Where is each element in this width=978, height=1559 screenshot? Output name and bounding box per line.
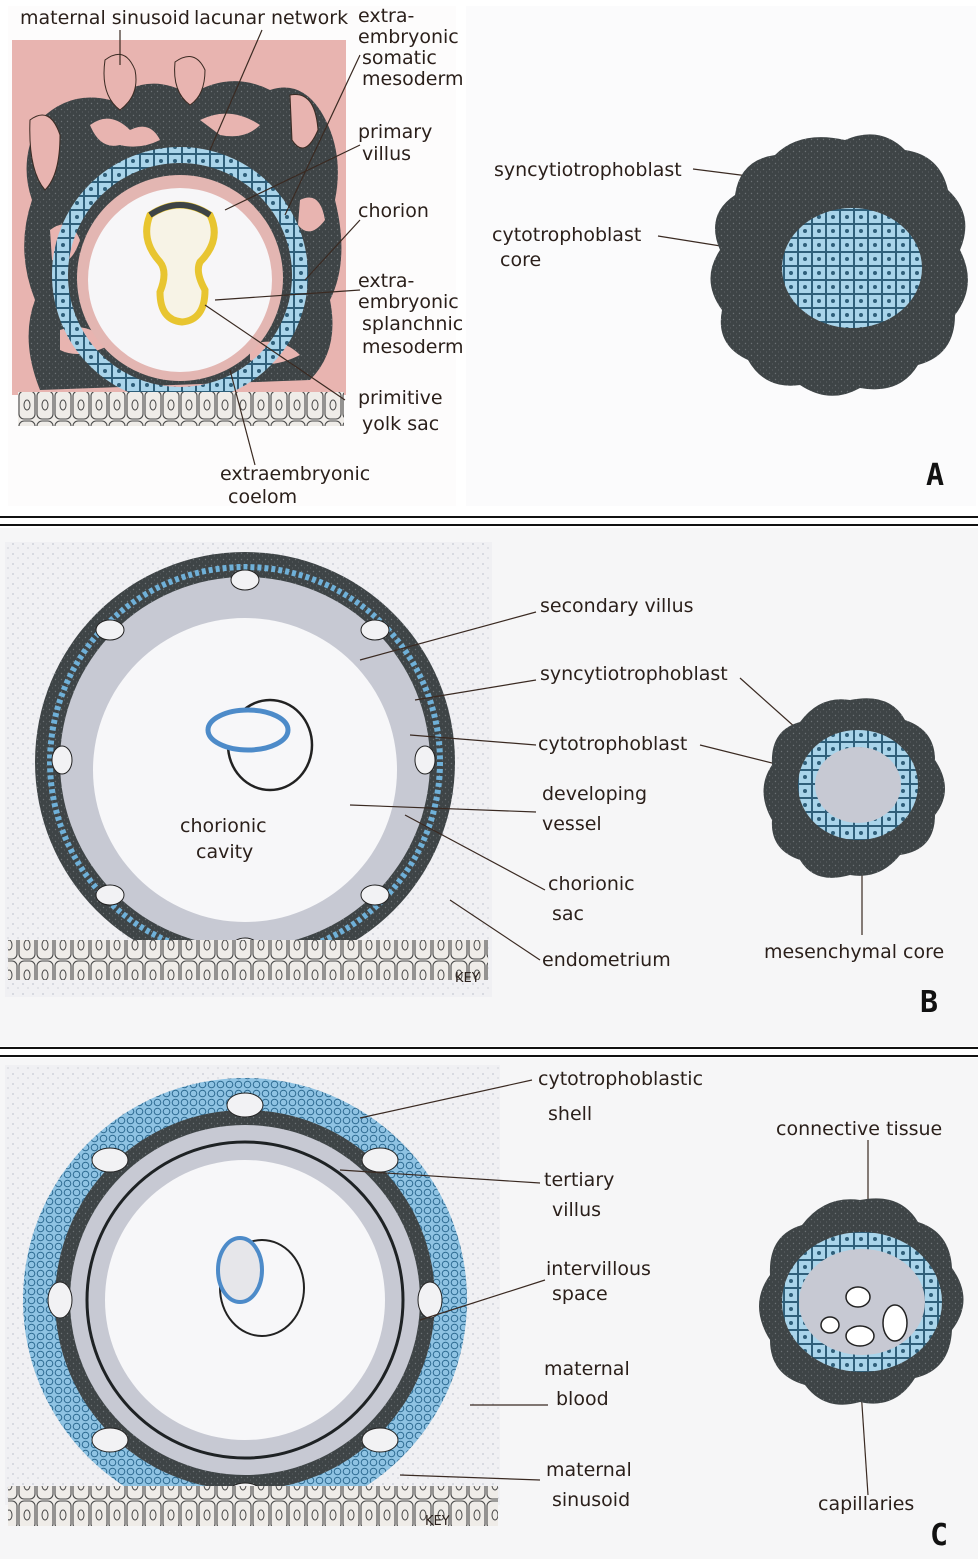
label-cytotrophoblast-b: cytotrophoblast — [538, 733, 687, 755]
label-lacunar-network: lacunar network — [194, 7, 348, 29]
panel-letter-c: C — [930, 1518, 948, 1553]
label-extra-splanchnic-3: splanchnic — [362, 313, 463, 335]
panel-c: cytotrophoblastic shell tertiary villus … — [0, 1058, 978, 1559]
label-primitive-yolk-2: yolk sac — [362, 413, 439, 435]
panel-letter-b: B — [920, 985, 938, 1020]
panel-letter-a: A — [926, 458, 944, 493]
label-syncytiotrophoblast-b: syncytiotrophoblast — [540, 663, 728, 685]
label-connective-tissue: connective tissue — [776, 1118, 942, 1140]
uterine-epithelium-a — [18, 392, 344, 426]
label-tertiary-villus-1: tertiary — [544, 1169, 614, 1191]
label-extraembryonic-coelom-1: extraembryonic — [220, 463, 370, 485]
label-chorionic-cavity-2: cavity — [196, 841, 253, 863]
label-primary-villus-2: villus — [362, 143, 411, 165]
panel-b: chorionic cavity secondary villus syncyt… — [0, 528, 978, 1046]
label-extra-splanchnic-4: mesoderm — [362, 336, 463, 358]
label-maternal-blood-2: blood — [556, 1388, 609, 1410]
panel-a: maternal sinusoid lacunar network extra-… — [8, 5, 976, 508]
label-syncytiotrophoblast-a: syncytiotrophoblast — [494, 159, 682, 181]
label-maternal-sinusoid-c1: maternal — [546, 1459, 632, 1481]
label-cyto-shell-2: shell — [548, 1103, 592, 1125]
label-intervillous-2: space — [552, 1283, 608, 1305]
label-capillaries: capillaries — [818, 1493, 914, 1515]
cytotrophoblast-core-a — [782, 208, 922, 328]
label-signature-b: KEY — [455, 971, 480, 986]
label-extra-somatic-4: mesoderm — [362, 68, 463, 90]
label-cytotrophoblast-2-a: core — [500, 249, 541, 271]
mesenchymal-core-b — [815, 747, 901, 823]
label-extra-somatic-1: extra- — [358, 5, 414, 27]
embryo-c — [218, 1238, 304, 1336]
label-cyto-shell-1: cytotrophoblastic — [538, 1068, 703, 1090]
label-developing-vessel-2: vessel — [542, 813, 602, 835]
label-endometrium: endometrium — [542, 949, 671, 971]
label-developing-vessel-1: developing — [542, 783, 647, 805]
label-maternal-blood-1: maternal — [544, 1358, 630, 1380]
label-intervillous-1: intervillous — [546, 1258, 651, 1280]
label-secondary-villus: secondary villus — [540, 595, 694, 617]
label-extra-splanchnic-1: extra- — [358, 270, 414, 292]
label-chorionic-sac-2: sac — [552, 903, 584, 925]
label-tertiary-villus-2: villus — [552, 1199, 601, 1221]
label-extraembryonic-coelom-2: coelom — [228, 486, 297, 508]
label-primary-villus-1: primary — [358, 121, 432, 143]
label-chorionic-sac-1: chorionic — [548, 873, 635, 895]
label-cytotrophoblast-1-a: cytotrophoblast — [492, 224, 641, 246]
label-extra-somatic-3: somatic — [362, 47, 437, 69]
label-primitive-yolk-1: primitive — [358, 387, 443, 409]
uterine-epithelium-b — [8, 940, 488, 980]
label-extra-splanchnic-2: embryonic — [358, 291, 459, 313]
label-maternal-sinusoid-c2: sinusoid — [552, 1489, 630, 1511]
label-maternal-sinusoid-a: maternal sinusoid — [20, 7, 190, 29]
label-signature-c: KEY — [425, 1514, 450, 1529]
label-mesenchymal-core: mesenchymal core — [764, 941, 944, 963]
label-chorion: chorion — [358, 200, 429, 222]
label-chorionic-cavity-1: chorionic — [180, 815, 267, 837]
label-extra-somatic-2: embryonic — [358, 26, 459, 48]
